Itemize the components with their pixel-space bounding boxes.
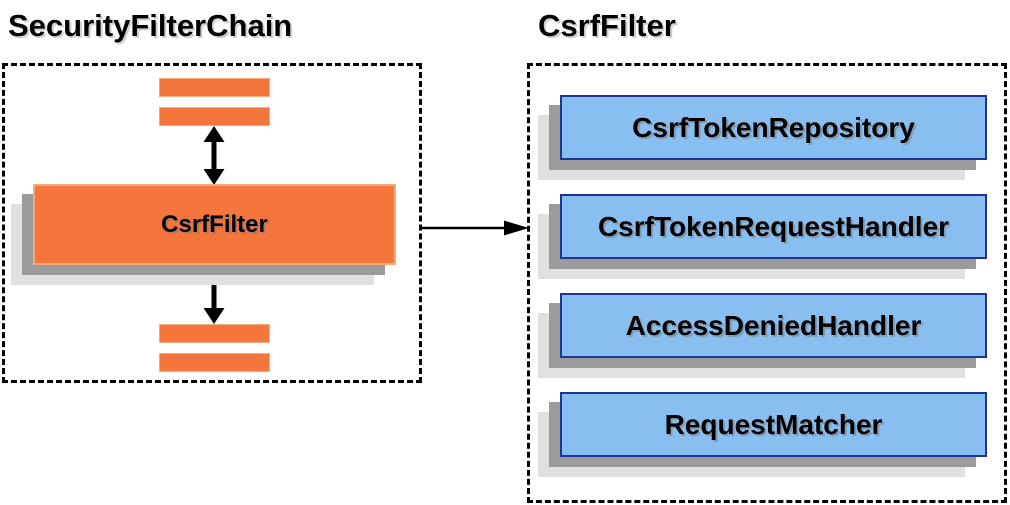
filter-placeholder-bar xyxy=(159,78,270,97)
csrf-filter-box-label: CsrfFilter xyxy=(161,210,268,238)
component-label: CsrfTokenRepository xyxy=(632,111,915,143)
component-box-csrf-token-request-handler: CsrfTokenRequestHandler xyxy=(560,194,987,259)
component-box-request-matcher: RequestMatcher xyxy=(560,392,987,457)
bidirectional-arrow-icon xyxy=(203,126,225,185)
bidirectional-arrow-icon xyxy=(203,264,225,324)
component-label: CsrfTokenRequestHandler xyxy=(597,210,950,242)
component-label: RequestMatcher xyxy=(664,408,883,440)
security-filter-chain-title: SecurityFilterChain xyxy=(8,8,293,43)
filter-placeholder-bar xyxy=(159,107,270,126)
filter-placeholder-bar xyxy=(159,324,270,343)
component-box-csrf-token-repository: CsrfTokenRepository xyxy=(560,95,987,160)
csrf-filter-title: CsrfFilter xyxy=(538,8,676,43)
security-filter-chain-panel xyxy=(2,63,422,383)
flow-arrow-icon xyxy=(421,220,529,236)
csrf-filter-box: CsrfFilter xyxy=(33,184,396,265)
csrf-filter-panel xyxy=(527,63,1007,503)
filter-placeholder-bar xyxy=(159,353,270,372)
component-label: AccessDeniedHandler xyxy=(625,309,922,341)
component-box-access-denied-handler: AccessDeniedHandler xyxy=(560,293,987,358)
